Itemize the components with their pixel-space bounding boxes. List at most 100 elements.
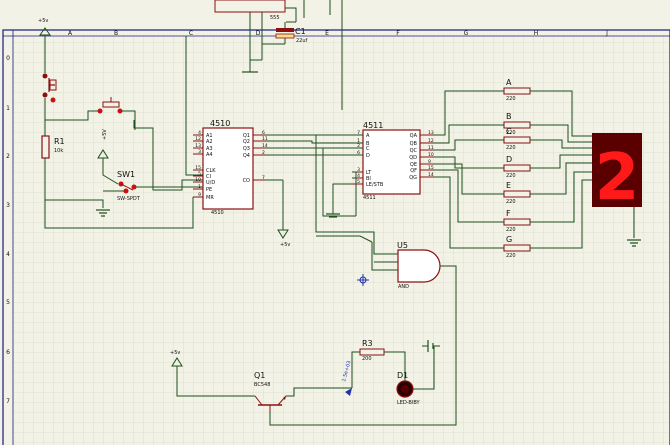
svg-text:+5v: +5v (170, 350, 180, 356)
top-555-fragment: 555 C1 22uf (214, 0, 343, 110)
pin-number: 1 (357, 138, 360, 144)
pin-number: 6 (262, 130, 265, 136)
resistor-label: G (506, 235, 512, 244)
pin-number: 10 (195, 177, 201, 183)
pin-number: 3 (357, 167, 360, 173)
column-label: C (189, 30, 193, 37)
r1-value: 10k (54, 148, 63, 154)
resistor-value: 220 (506, 96, 516, 102)
u4511-ref: 4511 (363, 121, 383, 130)
ic-555-label: 555 (270, 15, 280, 21)
pin-name: CO (243, 178, 250, 184)
sheet-frame (2, 29, 670, 445)
sw1-spdt-switch[interactable]: SW1 SW-SPDT (117, 170, 141, 202)
r3-ref: R3 (362, 339, 373, 348)
pin-number: 6 (357, 150, 360, 156)
sw1-ref: SW1 (117, 170, 135, 179)
u4510-ref-bottom: 4510 (211, 210, 224, 216)
resistor-label: C (506, 127, 512, 136)
u5-and-gate[interactable]: U5 AND (397, 241, 441, 290)
resistor-label: D (506, 155, 512, 164)
pin-number: 2 (357, 143, 360, 149)
pin-number: 3 (198, 149, 201, 155)
row-label: 4 (6, 251, 10, 258)
wires-counter-to-decoder (266, 134, 398, 271)
svg-text:+5v: +5v (280, 242, 290, 248)
column-label: H (534, 30, 539, 37)
pin-number: 10 (428, 152, 434, 158)
column-label: E (325, 30, 329, 37)
r3-value: 200 (362, 356, 372, 362)
row-label: 6 (6, 349, 10, 356)
pin-number: 7 (262, 175, 265, 181)
display-body (592, 133, 642, 207)
pin-name: A2 (206, 139, 213, 145)
row-labels: 0 1 2 3 4 5 6 7 (6, 55, 10, 405)
pin-name: LE/STB (366, 182, 384, 188)
probe-arrow-icon: 1.5e+03 (341, 360, 353, 396)
pin-name: C (366, 146, 370, 152)
row-label: 1 (6, 105, 10, 112)
svg-text:+5V: +5V (102, 129, 108, 140)
pin-name: QD (409, 155, 417, 161)
row-label: 0 (6, 55, 10, 62)
wires-transistor (176, 366, 352, 397)
pin-name: QC (410, 148, 418, 154)
c1-value: 22uf (296, 38, 308, 44)
pin-name: QF (410, 168, 417, 174)
power-vcc-mid: +5v (277, 229, 290, 248)
pin-number: 12 (195, 136, 201, 142)
pushbutton-top[interactable] (42, 73, 57, 103)
wires-resistors-to-display (530, 90, 635, 249)
crosshair-cursor-icon (357, 274, 369, 286)
resistor-label: A (506, 78, 512, 87)
pushbutton-reset[interactable] (97, 97, 123, 114)
row-label: 5 (6, 299, 10, 306)
seven-segment-display: 2 (592, 133, 642, 215)
pin-name: B (366, 141, 370, 147)
q1-ref: Q1 (254, 371, 265, 380)
resistor-body (503, 244, 531, 252)
resistor-label: B (506, 112, 512, 121)
pin-name: QE (410, 162, 417, 168)
row-label: 2 (6, 153, 10, 160)
pin-number: 4 (357, 173, 360, 179)
pin-number: 4 (198, 130, 201, 136)
pin-number: 9 (198, 192, 201, 198)
d1-value: LED-BIBY (397, 400, 420, 406)
q1-value: BC548 (254, 382, 270, 388)
resistor-value: 220 (506, 130, 516, 136)
column-label: A (68, 30, 73, 37)
pin-number: 5 (198, 171, 201, 177)
display-digit: 2 (595, 141, 640, 215)
pin-name: PE (206, 187, 212, 193)
row-label: 7 (6, 398, 10, 405)
column-label: B (114, 30, 118, 37)
pin-number: 9 (428, 159, 431, 165)
pin-number: 11 (262, 136, 268, 142)
q1-transistor[interactable]: Q1 BC548 (254, 371, 287, 412)
d1-ref: D1 (397, 371, 408, 380)
resistor-label: E (506, 181, 511, 190)
d1-led[interactable]: D1 LED-BIBY (396, 371, 420, 406)
u5-ref: U5 (397, 241, 408, 250)
row-label: 3 (6, 202, 10, 209)
pin-name: U/D (206, 180, 215, 186)
resistor-label: F (506, 209, 511, 218)
resistor-body (503, 87, 531, 95)
sw1-value: SW-SPDT (117, 196, 141, 202)
pin-name: CI (206, 174, 211, 180)
pin-name: LT (366, 170, 372, 176)
pin-name: Q2 (243, 139, 250, 145)
resistor-body (503, 136, 531, 144)
pin-number: 15 (428, 165, 434, 171)
pin-name: A3 (206, 146, 213, 152)
pin-name: QB (410, 141, 418, 147)
pin-name: BI (366, 176, 371, 182)
pin-name: A4 (206, 152, 213, 158)
resistor-body (503, 190, 531, 198)
ground-icon (627, 239, 641, 247)
column-label: F (396, 30, 400, 37)
